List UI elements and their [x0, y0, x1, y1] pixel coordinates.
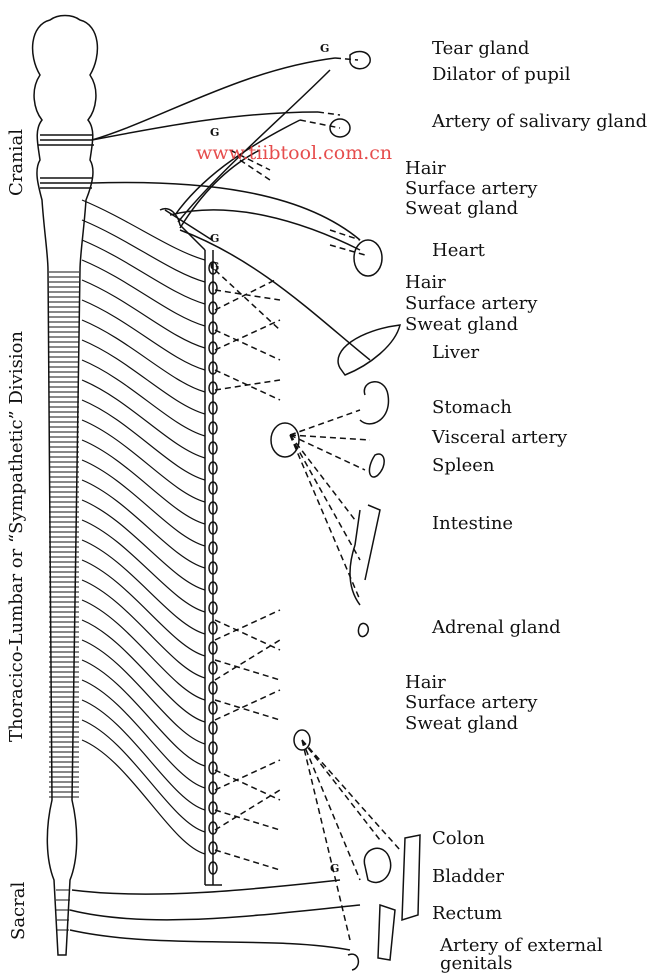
adrenal-shape	[358, 623, 368, 636]
ramus-fiber	[82, 540, 205, 634]
ramus-fiber	[82, 460, 205, 546]
sympathetic-to-liver	[180, 230, 370, 360]
label-dilator-of-pupil: Dilator of pupil	[432, 64, 570, 86]
label-hair-1: Hair	[405, 158, 446, 180]
cord-segments	[49, 272, 79, 797]
label-bladder: Bladder	[432, 866, 504, 888]
ramus-fiber	[82, 500, 205, 590]
ramus-fiber	[82, 400, 205, 480]
ramus-fiber	[82, 280, 205, 348]
label-spleen: Spleen	[432, 455, 495, 477]
label-surface-artery-2: Surface artery	[405, 293, 537, 315]
ramus-fiber	[82, 580, 205, 678]
ganglion-marker-heart: G	[210, 228, 219, 250]
bladder-shape	[364, 848, 390, 882]
liver-shape	[338, 325, 400, 375]
label-intestine: Intestine	[432, 513, 513, 535]
ramus-fiber	[82, 260, 205, 326]
intestine-shape	[350, 505, 380, 605]
spinal-cord-outline	[33, 16, 98, 956]
ramus-fiber	[82, 640, 205, 744]
label-hair-3: Hair	[405, 672, 446, 694]
ramus-fiber	[82, 360, 205, 436]
ramus-fiber	[82, 520, 205, 612]
ramus-fiber	[82, 380, 205, 458]
salivary-gland-shape	[330, 119, 350, 137]
ramus-fiber	[82, 340, 205, 414]
label-sweat-gland-3: Sweat gland	[405, 713, 518, 735]
label-surface-artery-3: Surface artery	[405, 692, 537, 714]
label-tear-gland: Tear gland	[432, 38, 529, 60]
label-colon: Colon	[432, 828, 485, 850]
label-sweat-gland-1: Sweat gland	[405, 198, 518, 220]
heart-shape	[354, 240, 382, 276]
ganglion-marker-bladder: G	[330, 858, 339, 880]
label-rectum: Rectum	[432, 903, 502, 925]
ganglion-marker-salivary: G	[210, 122, 219, 144]
ramus-fiber	[82, 300, 205, 370]
cranial-label: Cranial	[6, 129, 27, 196]
rectum-shape	[378, 905, 395, 960]
label-liver: Liver	[432, 342, 479, 364]
ramus-fiber	[82, 200, 205, 260]
ramus-fiber	[82, 660, 205, 766]
label-surface-artery-1: Surface artery	[405, 178, 537, 200]
celiac-ganglion	[271, 423, 299, 457]
ramus-fiber	[82, 740, 205, 854]
ganglion-marker-tear: G	[320, 38, 329, 60]
cranial-nerve-2	[92, 112, 318, 140]
sacral-label: Sacral	[8, 882, 29, 940]
cranial-bands	[38, 135, 94, 188]
label-adrenal-gland: Adrenal gland	[432, 617, 561, 639]
label-sweat-gland-2: Sweat gland	[405, 314, 518, 336]
spleen-shape	[369, 454, 384, 477]
label-hair-2: Hair	[405, 272, 446, 294]
label-genitals: genitals	[440, 955, 512, 973]
rami-communicantes	[82, 200, 205, 854]
sacral-nerve-2	[70, 905, 360, 920]
ramus-fiber	[82, 320, 205, 392]
watermark: www.tiibtool.com.cn	[196, 142, 392, 164]
sacral-nerve-3	[70, 930, 350, 950]
thoracolumbar-label: Thoracico-Lumbar or “Sympathetic” Divisi…	[6, 331, 27, 742]
sympathetic-chain	[205, 250, 222, 885]
colon-shape	[402, 835, 420, 920]
label-stomach: Stomach	[432, 397, 512, 419]
label-artery-salivary: Artery of salivary gland	[432, 111, 647, 133]
label-visceral-artery: Visceral artery	[432, 427, 567, 449]
ramus-fiber	[82, 560, 205, 656]
stomach-shape	[360, 382, 388, 424]
ramus-fiber	[82, 720, 205, 832]
genital-artery-shape	[348, 954, 358, 970]
eye-shape	[350, 51, 370, 68]
ganglion-marker-chain: G	[210, 256, 219, 278]
sacral-nerve-1	[72, 880, 340, 894]
ramus-fiber	[82, 440, 205, 524]
label-heart: Heart	[432, 240, 485, 262]
